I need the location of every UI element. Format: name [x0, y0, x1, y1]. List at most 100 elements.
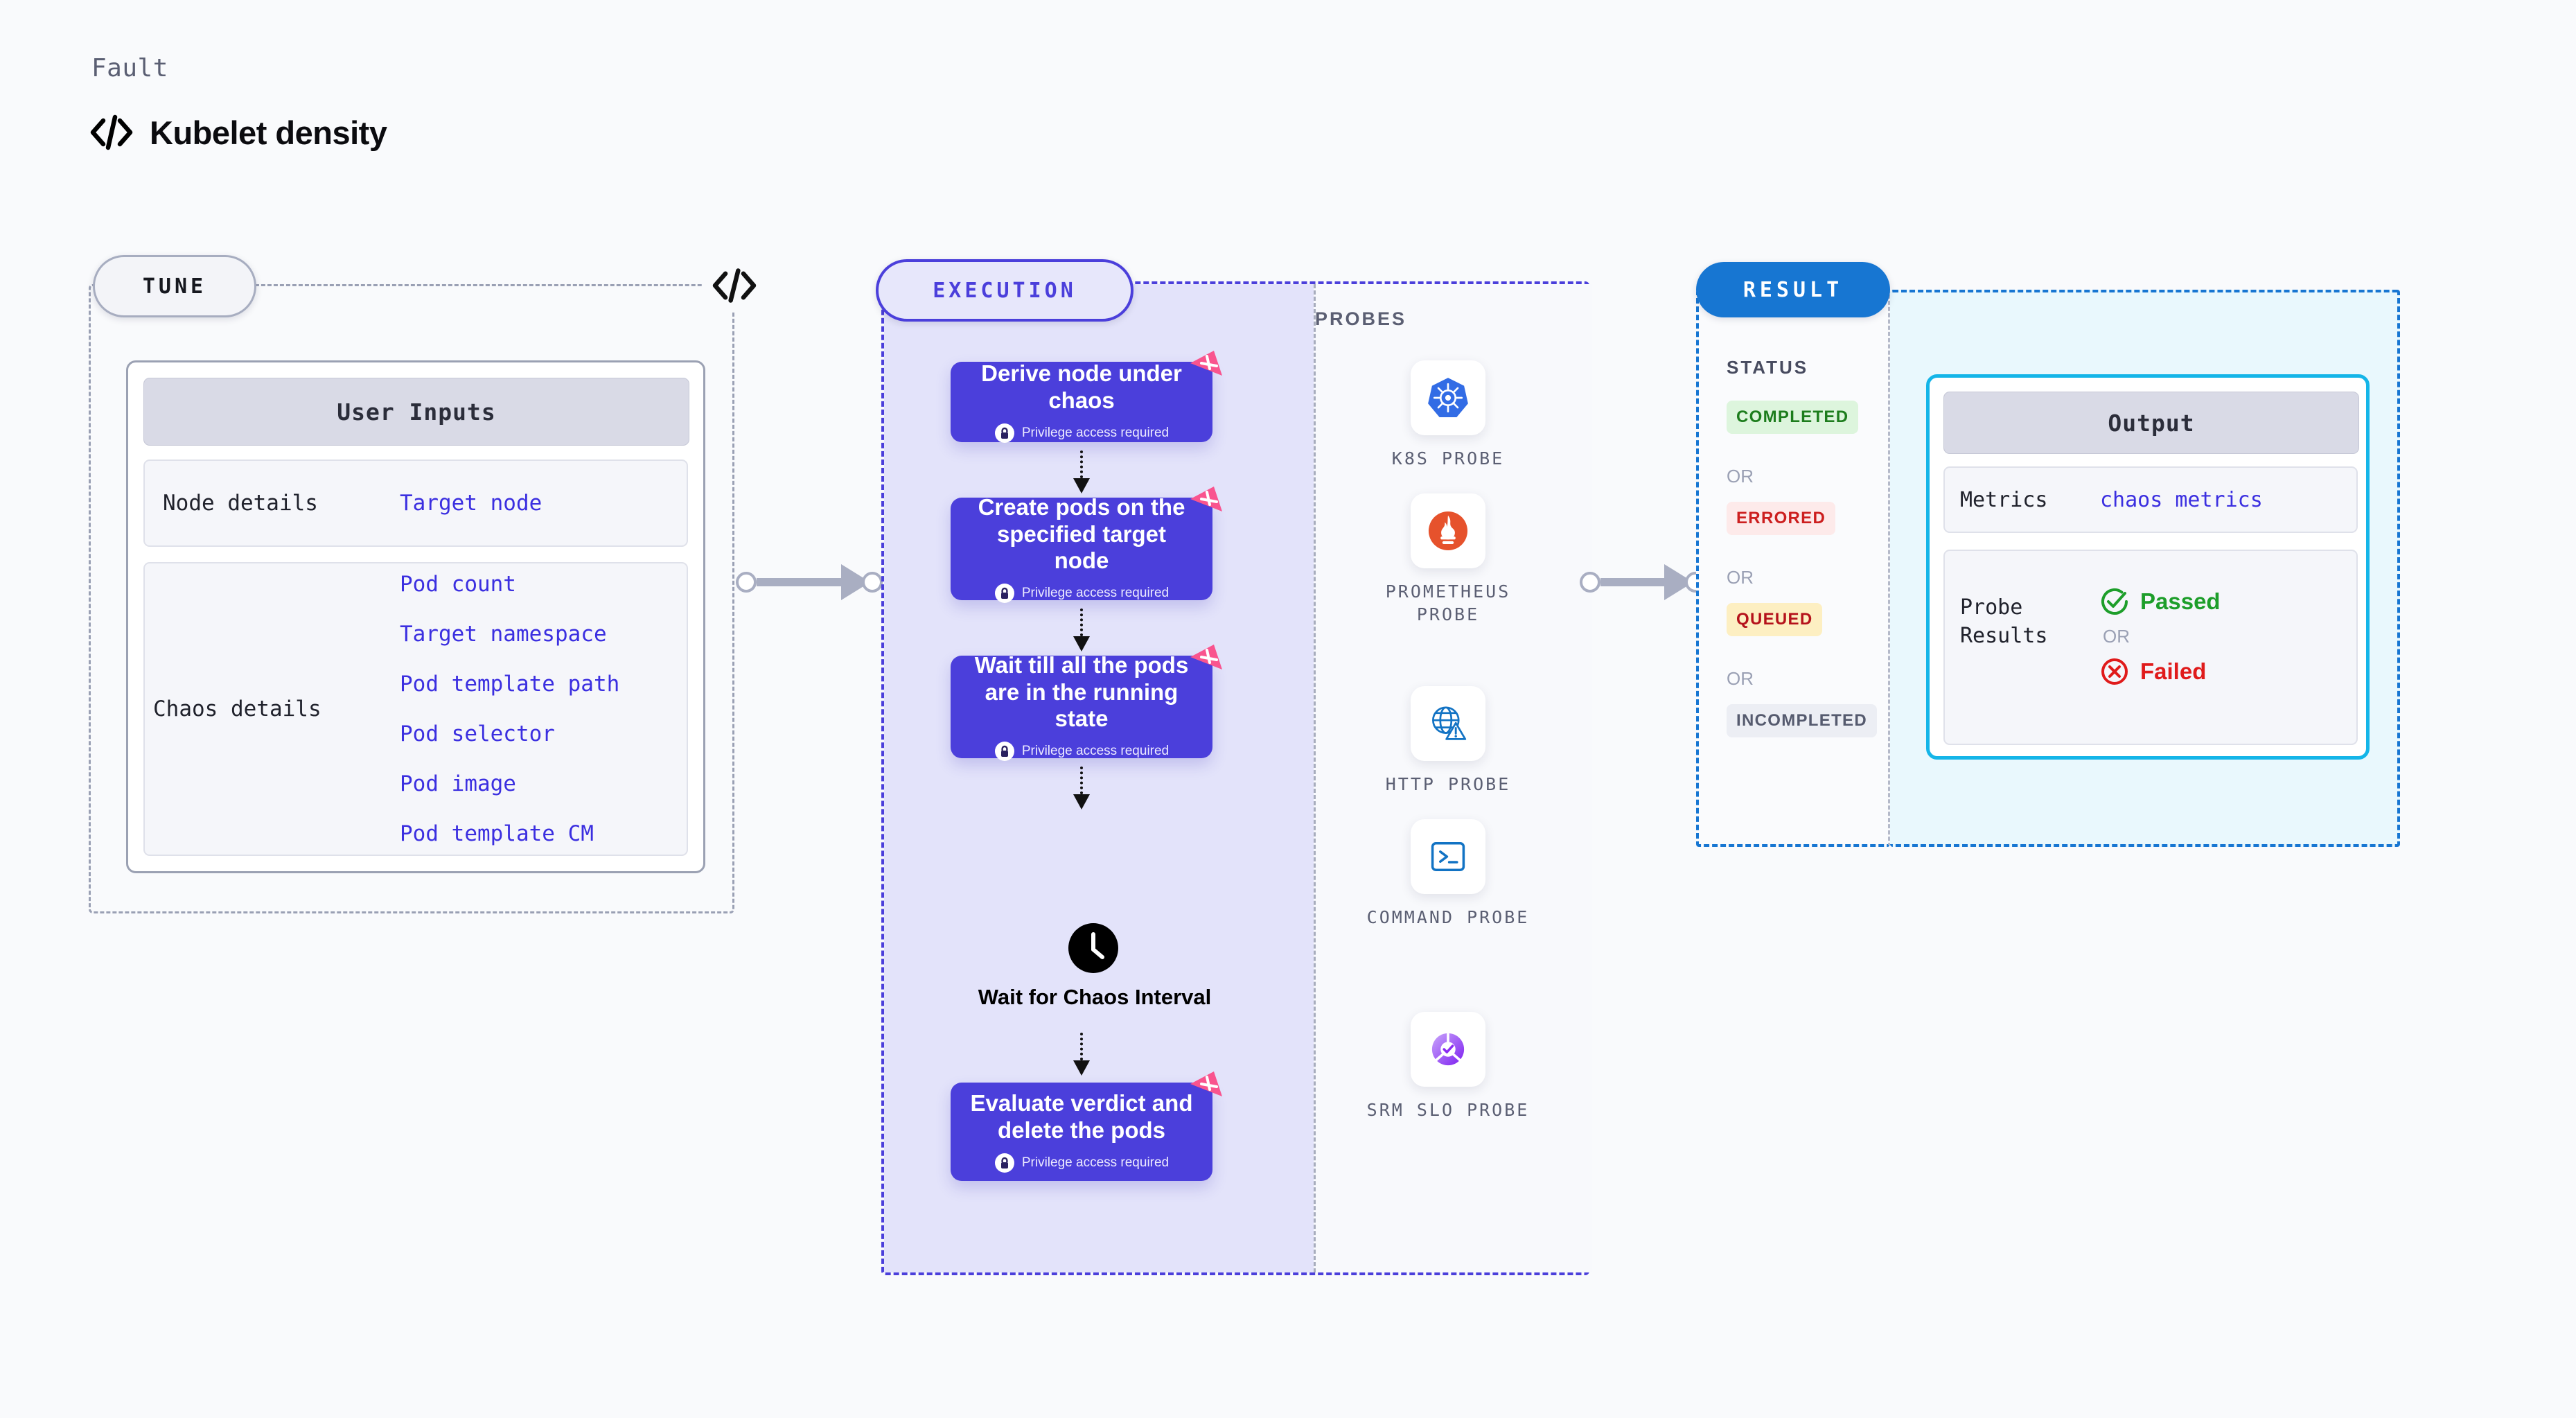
lock-icon: [994, 423, 1014, 443]
status-badge-completed: COMPLETED: [1727, 401, 1859, 434]
step-connector-arrow: [1073, 1033, 1090, 1076]
step-privilege-note: Privilege access required: [994, 583, 1169, 604]
step-privilege-text: Privilege access required: [1021, 425, 1170, 440]
step-privilege-text: Privilege access required: [1021, 1155, 1170, 1170]
probe-label: K8S PROBE: [1391, 448, 1505, 469]
step-connector-arrow: [1073, 767, 1090, 809]
execution-step-card[interactable]: Derive node under chaos Privilege access…: [951, 351, 1222, 444]
chaos-details-row: Chaos details Pod count Target namespace…: [143, 562, 688, 856]
probe-label: SRM SLO PROBE: [1366, 1100, 1530, 1120]
fault-title-row: Kubelet density: [89, 111, 387, 154]
connector-tune-to-execution: [736, 564, 883, 600]
node-details-key: Node details: [163, 491, 318, 516]
check-circle-icon: [2101, 588, 2128, 615]
step-connector-arrow: [1073, 450, 1090, 493]
connector-dot: [1580, 572, 1600, 593]
user-inputs-header: User Inputs: [143, 378, 689, 446]
probe-results-values: Passed OR Failed: [2100, 587, 2221, 686]
metrics-row: Metrics chaos metrics: [1943, 466, 2358, 533]
or-label: OR: [2103, 626, 2130, 647]
result-panel-label: RESULT: [1696, 262, 1890, 317]
chaos-detail-item[interactable]: Pod image: [400, 771, 516, 796]
metrics-value[interactable]: chaos metrics: [2100, 487, 2263, 512]
code-brackets-icon-divider: [703, 260, 766, 311]
execution-step-card[interactable]: Wait till all the pods are in the runnin…: [951, 645, 1222, 762]
chaos-detail-item[interactable]: Pod template path: [400, 672, 620, 697]
probe-tile: [1411, 493, 1485, 568]
chaos-detail-item[interactable]: Pod selector: [400, 721, 555, 746]
step-privilege-note: Privilege access required: [994, 1153, 1169, 1173]
step-privilege-note: Privilege access required: [994, 741, 1169, 762]
step-title: Evaluate verdict and delete the pods: [970, 1090, 1193, 1143]
probe-tile: [1411, 819, 1485, 894]
chaos-details-values: Pod count Target namespace Pod template …: [400, 572, 619, 846]
step-privilege-text: Privilege access required: [1021, 586, 1170, 601]
output-card: Output Metrics chaos metrics Probe Resul…: [1926, 374, 2370, 760]
node-details-row: Node details Target node: [143, 459, 688, 547]
step-connector-arrow: [1073, 609, 1090, 651]
status-title: STATUS: [1727, 357, 1809, 378]
connector-dot: [862, 572, 883, 593]
srm-slo-donut-icon: [1431, 1032, 1465, 1066]
probes-region: [1314, 284, 1592, 1272]
probe-tile: [1411, 686, 1485, 761]
fault-flag-icon: [1190, 351, 1222, 376]
step-title: Derive node under chaos: [981, 360, 1182, 413]
fault-kicker: Fault: [91, 54, 168, 82]
or-label: OR: [1727, 567, 1754, 588]
user-inputs-card: User Inputs Node details Target node Cha…: [126, 360, 705, 873]
probes-title: PROBES: [1315, 308, 1407, 329]
step-privilege-note: Privilege access required: [994, 423, 1169, 444]
clock-icon: [1068, 923, 1118, 973]
probe-tile: [1411, 1012, 1485, 1087]
or-label: OR: [1727, 668, 1754, 689]
execution-step-card[interactable]: Evaluate verdict and delete the pods Pri…: [951, 1071, 1222, 1181]
page-title: Kubelet density: [150, 114, 387, 151]
connector-execution-to-result: [1580, 564, 1706, 600]
probe-results-key: Probe Results: [1960, 595, 2048, 648]
probe-item-srm-slo[interactable]: SRM SLO PROBE: [1351, 1012, 1545, 1122]
probe-item-prometheus[interactable]: PROMETHEUS PROBE: [1351, 493, 1545, 626]
probe-label: PROMETHEUS PROBE: [1385, 581, 1511, 624]
wait-for-chaos-interval-label: Wait for Chaos Interval: [978, 985, 1212, 1009]
connector-bar: [1600, 578, 1664, 586]
terminal-icon: [1431, 842, 1465, 871]
fault-flag-icon: [1190, 1071, 1222, 1096]
execution-panel-label: EXECUTION: [876, 259, 1133, 322]
probe-item-k8s[interactable]: K8S PROBE: [1351, 360, 1545, 471]
prometheus-icon: [1428, 511, 1468, 551]
execution-step-card[interactable]: Create pods on the specified target node…: [951, 487, 1222, 604]
result-status-panel: [1696, 290, 1890, 847]
probe-verdict-failed: Failed: [2100, 657, 2221, 686]
probe-label: HTTP PROBE: [1385, 774, 1511, 794]
chaos-detail-item[interactable]: Pod count: [400, 572, 516, 597]
fault-flag-icon: [1190, 645, 1222, 669]
lock-icon: [994, 584, 1014, 604]
probe-item-command[interactable]: COMMAND PROBE: [1351, 819, 1545, 929]
output-header: Output: [1943, 392, 2359, 454]
code-brackets-icon: [712, 268, 757, 303]
probe-verdict-passed: Passed: [2100, 587, 2221, 616]
tune-panel-label: TUNE: [93, 255, 256, 317]
probe-item-http[interactable]: HTTP PROBE: [1351, 686, 1545, 796]
lock-icon: [994, 1153, 1014, 1173]
probe-label: COMMAND PROBE: [1366, 907, 1530, 927]
connector-bar: [757, 578, 841, 586]
fault-flag-icon: [1190, 487, 1222, 511]
chaos-detail-item[interactable]: Pod template CM: [400, 821, 594, 846]
chaos-detail-item[interactable]: Target namespace: [400, 622, 607, 647]
lock-icon: [994, 742, 1014, 762]
http-globe-warning-icon: [1432, 706, 1467, 740]
probe-verdict-failed-label: Failed: [2140, 658, 2207, 684]
node-details-values: Target node: [400, 491, 542, 516]
chaos-details-key: Chaos details: [153, 697, 321, 721]
node-detail-item[interactable]: Target node: [400, 491, 542, 516]
step-title: Wait till all the pods are in the runnin…: [974, 651, 1189, 732]
probe-tile: [1411, 360, 1485, 435]
code-brackets-icon: [90, 114, 133, 150]
or-label: OR: [1727, 466, 1754, 487]
status-badge-queued: QUEUED: [1727, 603, 1823, 636]
probe-results-row: Probe Results Passed OR Faile: [1943, 550, 2358, 745]
status-badge-incompleted: INCOMPLETED: [1727, 704, 1877, 737]
